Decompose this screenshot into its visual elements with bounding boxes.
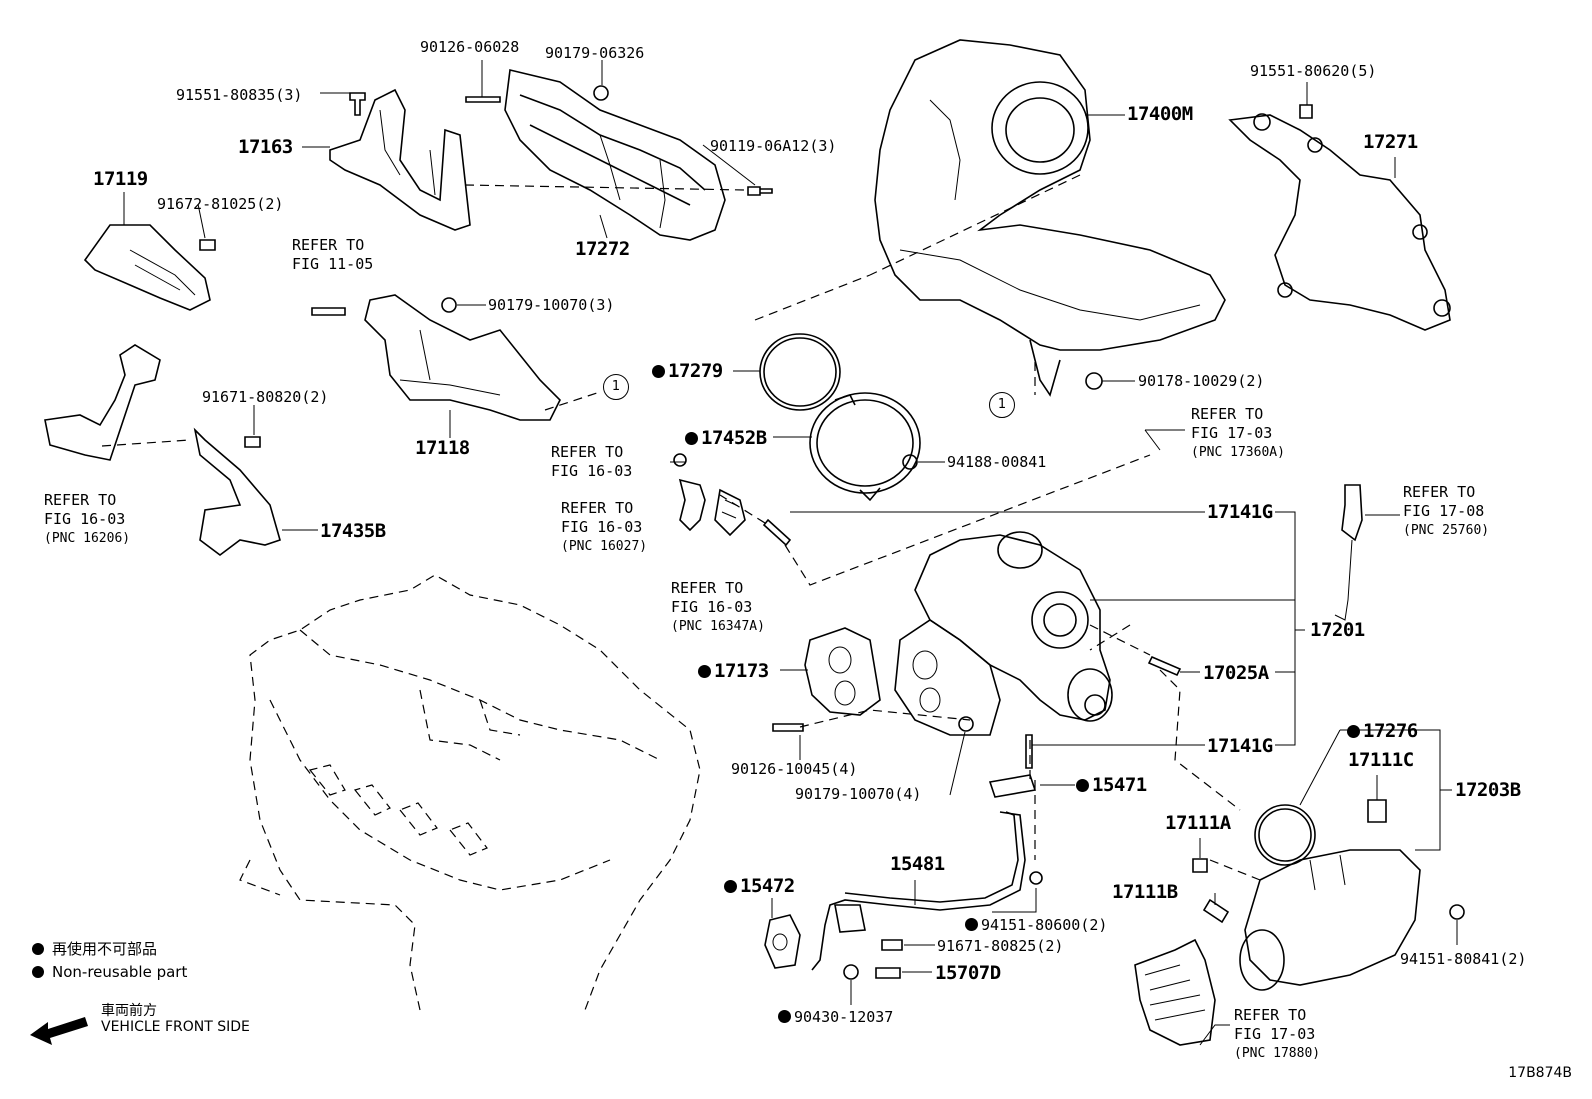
nonreusable-dot-icon bbox=[32, 966, 44, 978]
exhaust-manifold-17400m bbox=[874, 39, 1226, 397]
nonreusable-dot-icon bbox=[1076, 779, 1089, 792]
bracket-17163 bbox=[329, 88, 471, 231]
oil-pipe-15481 bbox=[764, 774, 1037, 971]
label-15471: 15471 bbox=[1076, 774, 1147, 796]
bracket-17118 bbox=[364, 294, 561, 421]
label-94151-80841: 94151-80841(2) bbox=[1400, 950, 1527, 968]
label-17271: 17271 bbox=[1363, 131, 1418, 153]
label-17452b: 17452B bbox=[685, 427, 767, 449]
nonreusable-dot-icon bbox=[652, 365, 665, 378]
relation-lines bbox=[101, 174, 1261, 881]
label-91672-81025: 91672-81025(2) bbox=[157, 195, 284, 213]
label-17279: 17279 bbox=[652, 360, 723, 382]
label-17272: 17272 bbox=[575, 238, 630, 260]
legend-en-nonreusable: Non-reusable part bbox=[32, 963, 187, 981]
pipe-fittings-1603 bbox=[673, 453, 746, 537]
label-90119-06a12: 90119-06A12(3) bbox=[710, 137, 837, 155]
label-17025a: 17025A bbox=[1203, 662, 1269, 684]
heat-insulator-17272 bbox=[504, 69, 726, 241]
label-17435b: 17435B bbox=[320, 520, 386, 542]
label-17141g-top: 17141G bbox=[1207, 501, 1273, 523]
nonreusable-dot-icon bbox=[778, 1010, 791, 1023]
label-91671-80825: 91671-80825(2) bbox=[937, 937, 1064, 955]
label-91551-80620: 91551-80620(5) bbox=[1250, 62, 1377, 80]
label-17111a: 17111A bbox=[1165, 812, 1231, 834]
label-15481: 15481 bbox=[890, 853, 945, 875]
label-90178-10029: 90178-10029(2) bbox=[1138, 372, 1265, 390]
label-17400m: 17400M bbox=[1127, 103, 1193, 125]
label-90179-10070-3: 90179-10070(3) bbox=[488, 296, 615, 314]
legend-en-front: VEHICLE FRONT SIDE bbox=[101, 1019, 250, 1035]
label-17173: 17173 bbox=[698, 660, 769, 682]
label-15472: 15472 bbox=[724, 875, 795, 897]
fasteners bbox=[199, 85, 1465, 980]
label-17118: 17118 bbox=[415, 437, 470, 459]
legend-jp-front: 車両前方 bbox=[101, 1003, 157, 1019]
label-90430-12037: 90430-12037 bbox=[778, 1008, 893, 1026]
nonreusable-dot-icon bbox=[724, 880, 737, 893]
label-17111c: 17111C bbox=[1348, 749, 1414, 771]
nonreusable-dot-icon bbox=[698, 665, 711, 678]
label-91551-80835: 91551-80835(3) bbox=[176, 86, 303, 104]
diagram-code: 17B874B bbox=[1508, 1065, 1572, 1081]
nonreusable-dot-icon bbox=[965, 918, 978, 931]
label-90179-10070-4: 90179-10070(4) bbox=[795, 785, 922, 803]
hose-25760 bbox=[1334, 484, 1363, 621]
intake-hose-17880 bbox=[1134, 938, 1216, 1046]
engine-block-outline bbox=[239, 574, 701, 1011]
label-17119: 17119 bbox=[93, 168, 148, 190]
bracket-17119 bbox=[83, 224, 211, 311]
front-arrow-icon bbox=[30, 1017, 88, 1045]
bracket-17435b bbox=[44, 344, 281, 556]
label-17203b: 17203B bbox=[1455, 779, 1521, 801]
label-90126-10045: 90126-10045(4) bbox=[731, 760, 858, 778]
gasket-17173 bbox=[804, 627, 881, 716]
gasket-17279 bbox=[759, 333, 841, 411]
label-94151-80600: 94151-80600(2) bbox=[965, 916, 1107, 934]
legend-jp-nonreusable: 再使用不可部品 bbox=[32, 938, 157, 959]
turbocharger-17201 bbox=[894, 531, 1113, 736]
label-17111b: 17111B bbox=[1112, 881, 1178, 903]
circle-marker-1-right: 1 bbox=[989, 392, 1015, 418]
label-90126-06028: 90126-06028 bbox=[420, 38, 520, 56]
label-91671-80820: 91671-80820(2) bbox=[202, 388, 329, 406]
nonreusable-dot-icon bbox=[1347, 725, 1360, 738]
nonreusable-dot-icon bbox=[32, 943, 44, 955]
air-connector-17203b bbox=[1239, 804, 1421, 991]
label-94188-00841: 94188-00841 bbox=[947, 453, 1047, 471]
label-17141g-bottom: 17141G bbox=[1207, 735, 1273, 757]
clamp-17452b bbox=[809, 392, 921, 502]
label-17201: 17201 bbox=[1310, 619, 1365, 641]
heat-insulator-17271 bbox=[1228, 113, 1451, 331]
label-15707d: 15707D bbox=[935, 962, 1001, 984]
label-17276: 17276 bbox=[1347, 720, 1418, 742]
label-90179-06326: 90179-06326 bbox=[545, 44, 645, 62]
nonreusable-dot-icon bbox=[685, 432, 698, 445]
leader-lines bbox=[123, 60, 1458, 1046]
label-17163: 17163 bbox=[238, 136, 293, 158]
circle-marker-1-left: 1 bbox=[603, 374, 629, 400]
